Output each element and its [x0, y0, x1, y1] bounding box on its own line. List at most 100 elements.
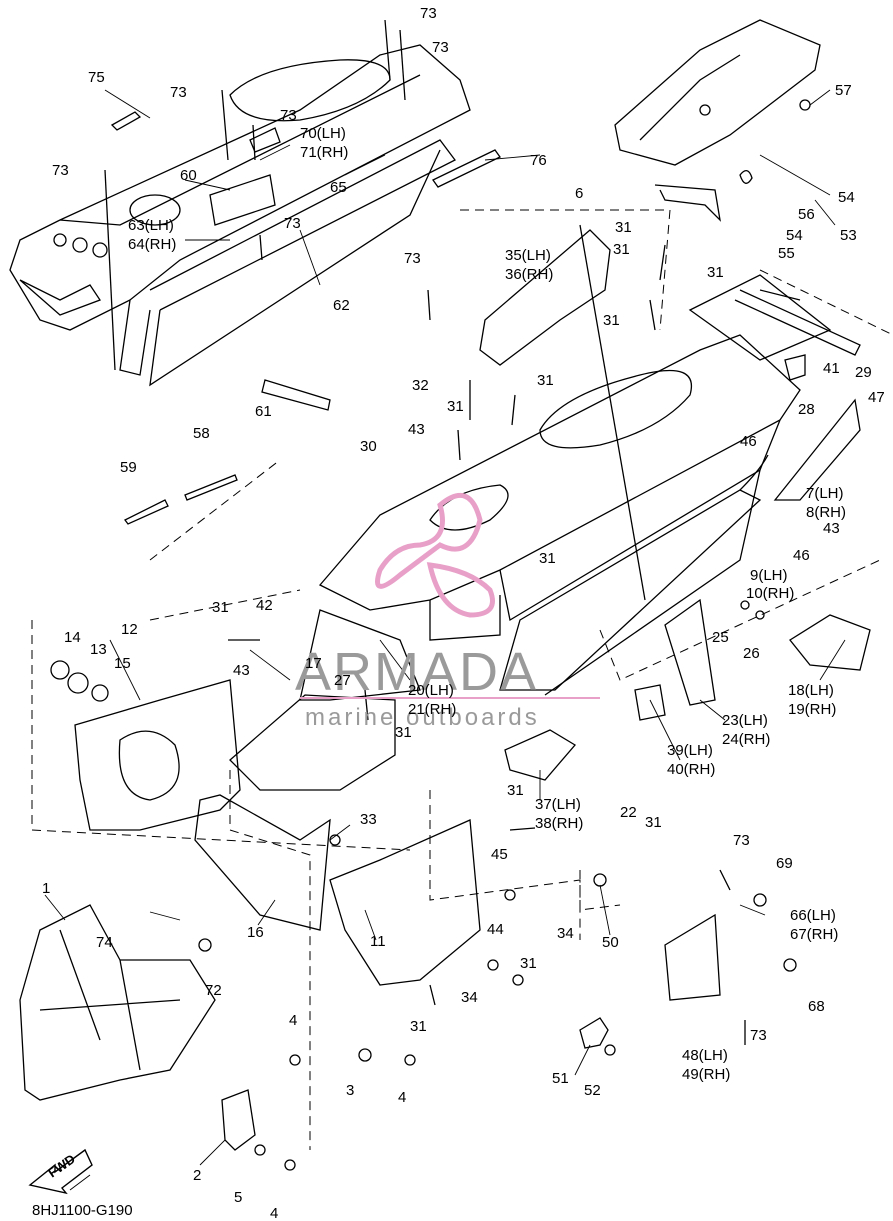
callout-label: 4 [398, 1089, 406, 1106]
callout-label: 19(RH) [788, 701, 836, 718]
callout-label: 25 [712, 629, 729, 646]
callout-label: 34 [461, 989, 478, 1006]
callout-label: 73 [52, 162, 69, 179]
front-subframe-part [19, 904, 216, 1101]
callout-label: 42 [256, 597, 273, 614]
guide-plate-part [634, 684, 666, 721]
callout-label: 23(LH) [722, 712, 768, 729]
watermark-sub: marine outboards [305, 704, 540, 731]
callout-label: 63(LH) [128, 217, 174, 234]
callout-label: 64(RH) [128, 236, 176, 253]
callout-label: 4 [270, 1205, 278, 1221]
callout-label: 67(RH) [790, 926, 838, 943]
drawing-code: 8HJ1100-G190 [32, 1202, 133, 1219]
callout-label: 71(RH) [300, 144, 348, 161]
callout-label: 6 [575, 185, 583, 202]
callout-label: 10(RH) [746, 585, 794, 602]
callout-label: 38(RH) [535, 815, 583, 832]
callout-label: 70(LH) [300, 125, 346, 142]
callout-label: 73 [733, 832, 750, 849]
callout-label: 31 [507, 782, 524, 799]
snow-flap-part [614, 19, 821, 222]
callout-label: 51 [552, 1070, 569, 1087]
callout-label: 31 [645, 814, 662, 831]
callout-label: 31 [212, 599, 229, 616]
callout-label: 72 [205, 982, 222, 999]
fasteners [104, 19, 811, 1171]
callout-label: 31 [537, 372, 554, 389]
callout-label: 31 [520, 955, 537, 972]
callout-label: 31 [539, 550, 556, 567]
callout-label: 47 [868, 389, 885, 406]
callout-label: 41 [823, 360, 840, 377]
lower-plate-part [789, 614, 871, 671]
callout-label: 60 [180, 167, 197, 184]
side-bracket-part [479, 229, 611, 366]
callout-labels: 7373737373737373737570(LH)71(RH)60657663… [42, 5, 885, 1221]
bearing-part [50, 660, 70, 680]
callout-label: 1 [42, 880, 50, 897]
watermark-brand: ARMADA [295, 642, 538, 702]
callout-label: 54 [786, 227, 803, 244]
callout-label: 69 [776, 855, 793, 872]
callout-label: 76 [530, 152, 547, 169]
rear-plate-part [773, 398, 861, 501]
callout-label: 3 [346, 1082, 354, 1099]
callout-label: 31 [613, 241, 630, 258]
front-bulkhead-part [74, 679, 241, 831]
callout-label: 74 [96, 934, 113, 951]
callout-label: 75 [88, 69, 105, 86]
rail-part [261, 379, 331, 411]
rear-bracket-part [688, 274, 861, 381]
callout-label: 20(LH) [408, 682, 454, 699]
callout-label: 31 [395, 724, 412, 741]
callout-label: 43 [408, 421, 425, 438]
callout-label: 73 [750, 1027, 767, 1044]
forward-arrow: FWD [28, 1148, 93, 1195]
label-part [110, 111, 142, 131]
watermark: ARMADA marine outboards [295, 493, 600, 731]
bearing-part [91, 684, 109, 702]
front-frame-part [329, 819, 481, 986]
callout-label: 31 [615, 219, 632, 236]
callout-label: 55 [778, 245, 795, 262]
bearing-part [67, 672, 89, 694]
side-plate-part [664, 913, 721, 1001]
callout-label: 13 [90, 641, 107, 658]
callout-label: 31 [410, 1018, 427, 1035]
callout-label: 24(RH) [722, 731, 770, 748]
callout-label: 73 [404, 250, 421, 267]
callout-label: 59 [120, 459, 137, 476]
callout-label: 12 [121, 621, 138, 638]
callout-label: 22 [620, 804, 637, 821]
callout-label: 46 [793, 547, 810, 564]
callout-label: 52 [584, 1082, 601, 1099]
callout-label: 57 [835, 82, 852, 99]
callout-label: 73 [420, 5, 437, 22]
callout-label: 48(LH) [682, 1047, 728, 1064]
watermark-logo [375, 493, 495, 618]
callout-label: 54 [838, 189, 855, 206]
callout-label: 9(LH) [750, 567, 788, 584]
callout-label: 27 [334, 672, 351, 689]
upper-plate-part [299, 609, 421, 701]
callout-label: 45 [491, 846, 508, 863]
callout-label: 5 [234, 1189, 242, 1206]
callout-label: 21(RH) [408, 701, 456, 718]
callout-label: 43 [233, 662, 250, 679]
callout-label: 43 [823, 520, 840, 537]
heat-exchanger-part [499, 454, 769, 696]
cover-plate-part [504, 729, 576, 781]
leader-lines [44, 89, 846, 1191]
mount-bracket-part [579, 1017, 609, 1049]
callout-label: 61 [255, 403, 272, 420]
callout-label: 26 [743, 645, 760, 662]
front-panel-part [229, 694, 396, 791]
assembly-outline [31, 209, 893, 1150]
callout-label: 73 [284, 215, 301, 232]
callout-label: 73 [280, 107, 297, 124]
callout-label: 14 [64, 629, 81, 646]
callout-label: 29 [855, 364, 872, 381]
callout-label: 31 [707, 264, 724, 281]
callout-label: 53 [840, 227, 857, 244]
